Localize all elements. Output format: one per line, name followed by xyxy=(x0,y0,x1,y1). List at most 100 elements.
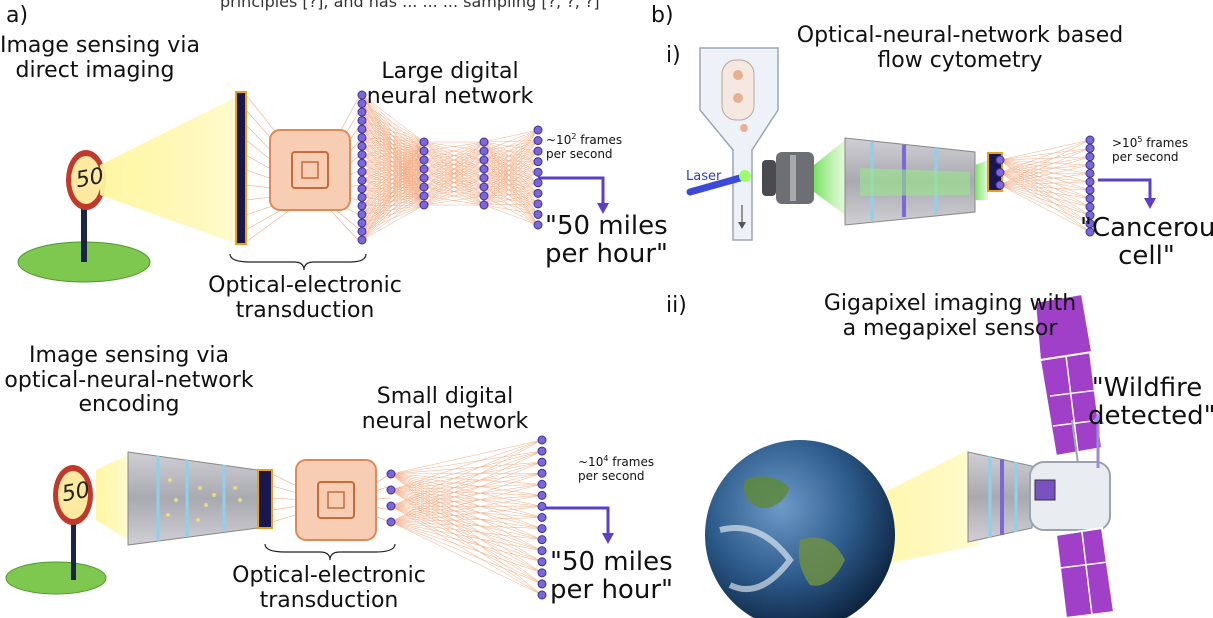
sign-post xyxy=(81,190,87,262)
network-node xyxy=(537,501,547,511)
network-node xyxy=(533,125,543,135)
network-node xyxy=(533,157,543,167)
network-node xyxy=(357,133,367,143)
network-node xyxy=(537,568,547,578)
network-node xyxy=(386,469,396,479)
output-top-line2: per hour" xyxy=(545,239,668,270)
transduction-top-line2: transduction xyxy=(235,297,375,323)
output-bottom-line2: per hour" xyxy=(550,575,673,606)
panel-b-i-label: i) xyxy=(666,43,681,68)
output-ii-line1: "Wildfire xyxy=(1091,373,1203,403)
panel-a-label: a) xyxy=(6,3,29,28)
output-top-line1: "50 miles xyxy=(545,211,668,241)
sign-post-bottom xyxy=(71,505,76,580)
transduction-brace-bottom xyxy=(264,543,396,561)
network-node xyxy=(357,167,367,177)
output-arrowhead-ii xyxy=(1092,413,1104,424)
network-node xyxy=(479,137,489,147)
output-b-line1: "Cancerous xyxy=(1080,213,1213,243)
direct-imaging-diagram xyxy=(17,90,609,283)
network-node xyxy=(537,535,547,545)
rate-exp-b: 5 xyxy=(1137,135,1143,144)
flow-title-line1: Optical-neural-network based xyxy=(796,23,1124,48)
network-node xyxy=(533,188,543,198)
network-node xyxy=(357,150,367,160)
direct-imaging-title-line2: direct imaging xyxy=(15,57,175,83)
large-network-line1: Large digital xyxy=(381,59,519,84)
transduction-label-top: Optical-electronic transduction xyxy=(196,273,414,323)
network-node xyxy=(357,90,367,100)
neural-network-b xyxy=(995,135,1095,237)
network-node xyxy=(533,136,543,146)
output-arrow-bottom xyxy=(545,506,610,535)
rate-suffix-top: frames xyxy=(576,133,623,147)
green-beam xyxy=(814,140,845,215)
output-arrowhead-top xyxy=(597,203,609,214)
output-arrowhead-b xyxy=(1144,198,1156,209)
transduction-top-line1: Optical-electronic xyxy=(208,273,402,298)
network-node xyxy=(537,557,547,567)
small-sensor-connections xyxy=(271,473,391,523)
output-label-bottom: "50 miles per hour" xyxy=(550,548,673,606)
network-node xyxy=(537,468,547,478)
network-node xyxy=(1085,194,1095,204)
optical-encoder-b xyxy=(844,137,976,226)
network-node xyxy=(1085,202,1095,212)
output-ii-line2: detected" xyxy=(1088,401,1213,432)
network-node xyxy=(419,191,429,201)
onn-title-line2: optical-neural-network xyxy=(4,367,254,393)
network-node xyxy=(419,173,429,183)
network-node xyxy=(1085,160,1095,170)
small-network-line2: neural network xyxy=(361,408,529,434)
network-node xyxy=(533,220,543,230)
processor-chip-icon xyxy=(269,129,351,211)
rate-line2-bottom: per second xyxy=(578,468,645,483)
network-node xyxy=(357,175,367,185)
onn-title-line3: encoding xyxy=(78,392,180,418)
network-node xyxy=(419,155,429,165)
onn-encoding-title: Image sensing via optical-neural-network… xyxy=(0,343,258,418)
network-node xyxy=(533,146,543,156)
network-node xyxy=(419,137,429,147)
network-node xyxy=(386,517,396,527)
network-node xyxy=(537,546,547,556)
transduction-label-bottom: Optical-electronic transduction xyxy=(220,563,438,613)
network-node xyxy=(386,501,396,511)
network-nodes xyxy=(995,135,1095,237)
speed-sign-icon-bottom xyxy=(53,465,93,525)
large-neural-network xyxy=(357,90,543,245)
small-sensor xyxy=(257,469,273,529)
network-node xyxy=(419,182,429,192)
optical-encoder xyxy=(127,451,259,546)
sign-value-bottom: 50 xyxy=(59,477,92,508)
output-arrow-b xyxy=(1098,178,1152,200)
transduction-bottom-line2: transduction xyxy=(259,587,399,613)
rate-suffix-bottom: frames xyxy=(608,455,655,469)
network-node xyxy=(357,209,367,219)
network-node xyxy=(357,107,367,117)
network-node xyxy=(357,99,367,109)
network-connections xyxy=(999,139,1091,233)
laser-label: Laser xyxy=(686,169,722,184)
output-b-line2: cell" xyxy=(1118,241,1175,272)
rate-line2-top: per second xyxy=(546,146,613,161)
flow-cytometry-diagram xyxy=(686,47,1156,241)
network-connections xyxy=(361,94,539,241)
network-node xyxy=(357,218,367,228)
rate-prefix-top: ~10 xyxy=(546,133,572,147)
network-node xyxy=(1085,177,1095,187)
large-network-label: Large digital neural network xyxy=(365,59,535,109)
network-node xyxy=(537,435,547,445)
laser-beam xyxy=(686,174,744,196)
network-node xyxy=(357,235,367,245)
cropped-caption-text: principles [?], and has ... ... ... samp… xyxy=(220,0,600,11)
green-beam-2 xyxy=(975,160,988,200)
output-arrowhead-bottom xyxy=(602,533,614,544)
network-node xyxy=(1085,227,1095,237)
rate-prefix-b: >10 xyxy=(1112,136,1138,150)
network-node xyxy=(995,180,1005,190)
gigapixel-title-line2: a megapixel sensor xyxy=(842,315,1058,341)
output-label-b: "Cancerous cell" xyxy=(1080,214,1213,270)
network-node xyxy=(1085,152,1095,162)
